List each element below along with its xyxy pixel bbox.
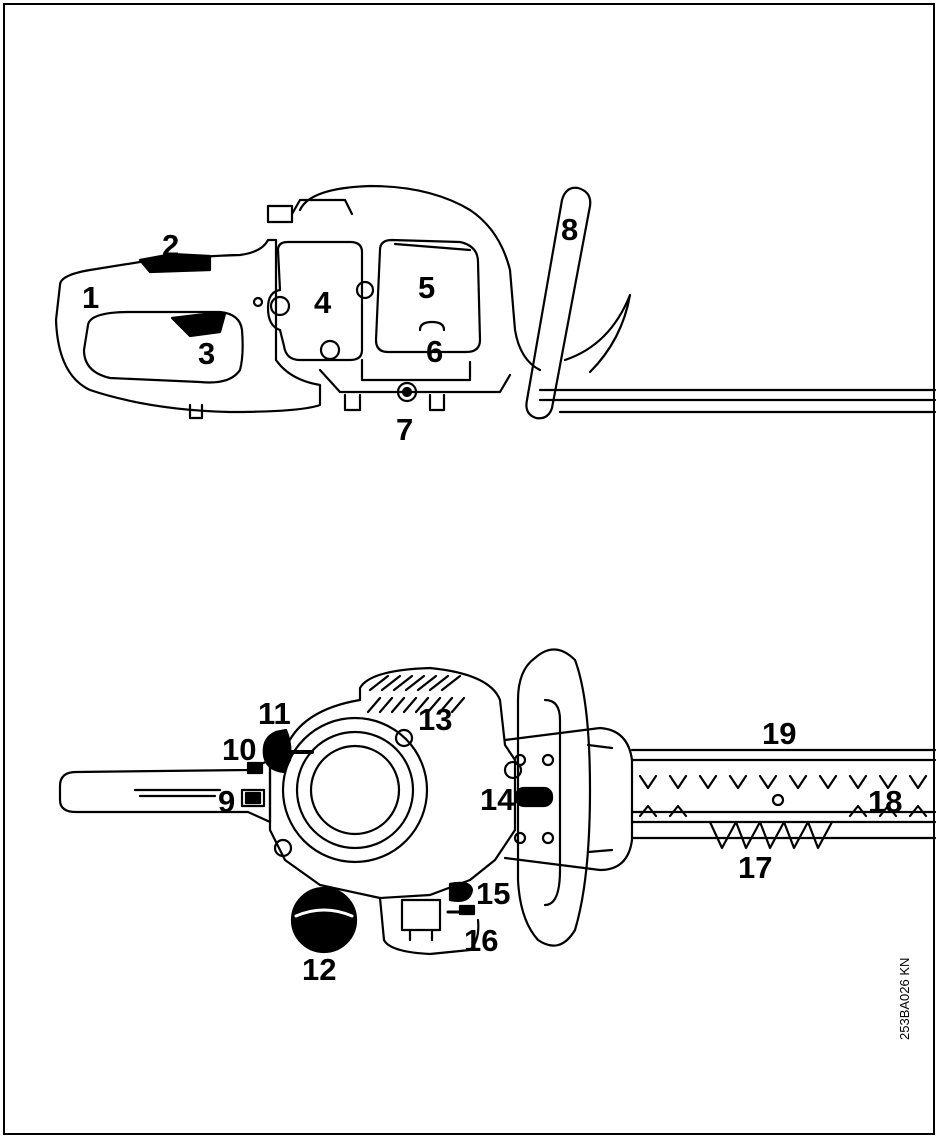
figure-code: 253BA026 KN [897,957,912,1040]
callout-18: 18 [868,784,903,819]
callout-19: 19 [762,716,797,751]
callout-2: 2 [162,228,180,263]
figure-frame [3,3,935,1135]
callout-10: 10 [222,732,257,767]
callout-4: 4 [314,285,332,320]
callout-12: 12 [302,952,337,987]
callout-15: 15 [476,876,511,911]
callout-8: 8 [561,212,579,247]
callout-6: 6 [426,334,444,369]
callout-1: 1 [82,280,100,315]
callout-11: 11 [258,696,291,731]
side-view [54,184,937,420]
callout-16: 16 [464,923,499,958]
callout-13: 13 [418,702,453,737]
callout-3: 3 [198,336,216,371]
callout-7: 7 [396,412,414,447]
callout-17: 17 [738,850,773,885]
callout-9: 9 [218,784,236,819]
callout-5: 5 [418,270,436,305]
callout-14: 14 [480,782,515,817]
top-view [58,648,937,956]
